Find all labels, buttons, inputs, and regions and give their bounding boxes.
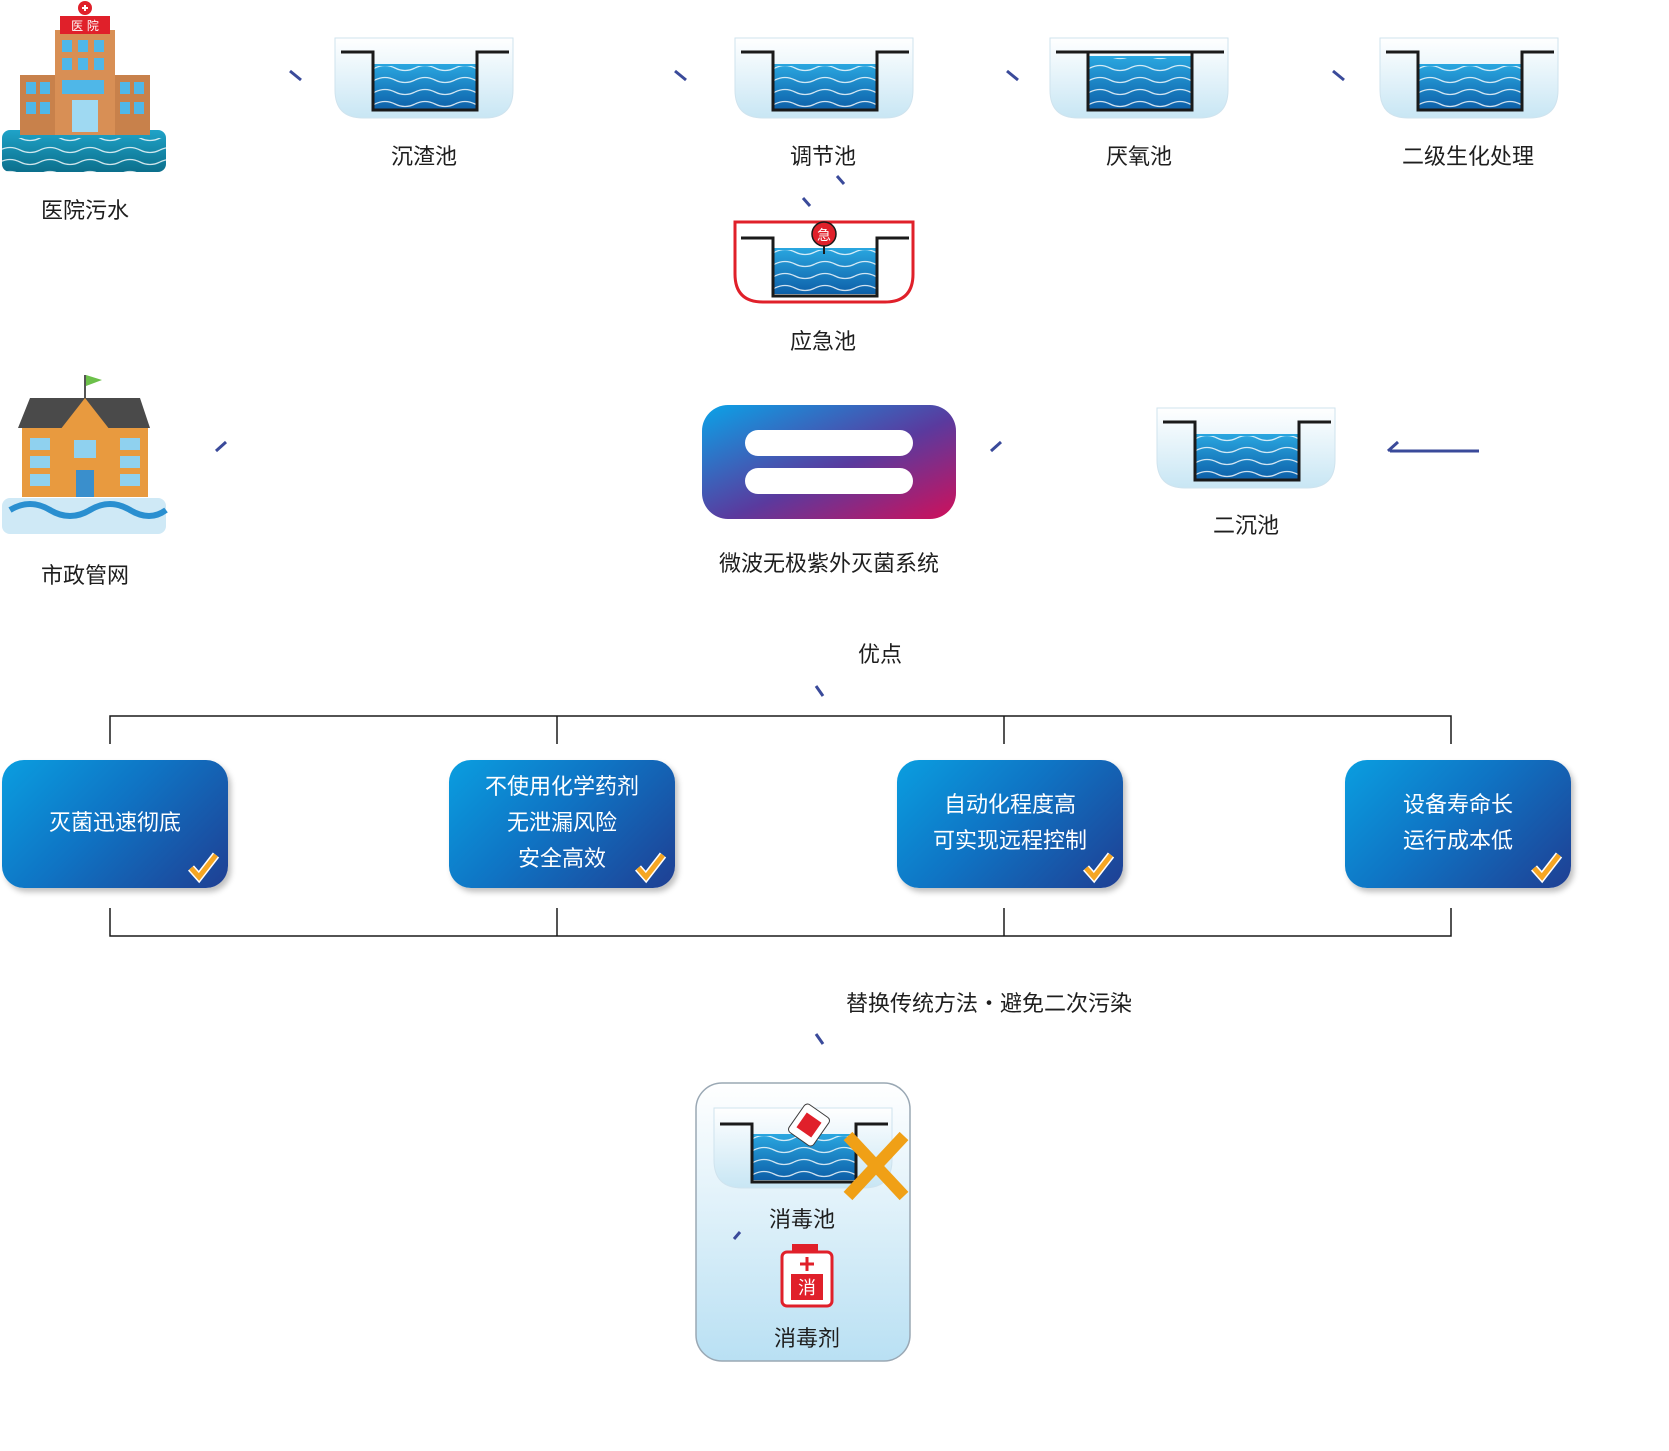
slag-tank-label: 沉渣池	[390, 145, 458, 170]
municipal-network-label: 市政管网	[40, 564, 130, 589]
secondary-settling-label: 二沉池	[1212, 514, 1280, 539]
regulating-tank-icon	[734, 37, 914, 119]
regulating-tank-label: 调节池	[789, 145, 857, 170]
advantage-line: 设备寿命长	[1402, 793, 1513, 818]
uv-system-icon	[702, 405, 956, 519]
emergency-tank-icon	[733, 220, 915, 304]
advantage-line: 安全高效	[517, 847, 606, 872]
advantage-card: 不使用化学药剂 无泄漏风险 安全高效	[449, 760, 675, 888]
disinfectant-badge-text: 消	[798, 1278, 816, 1299]
advantage-card: 自动化程度高 可实现远程控制	[897, 760, 1123, 888]
advantage-line: 可实现远程控制	[932, 829, 1087, 854]
check-icon	[1531, 852, 1563, 884]
advantage-line: 灭菌迅速彻底	[48, 811, 181, 836]
slag-tank-icon	[334, 37, 514, 119]
secondary-biochem-label: 二级生化处理	[1401, 145, 1535, 170]
municipal-building-icon	[2, 375, 168, 534]
disinfection-tank-icon	[713, 1103, 893, 1189]
advantage-card: 灭菌迅速彻底	[2, 760, 228, 888]
advantages-bracket-top	[109, 715, 1452, 744]
hospital-sewage-label: 医院污水	[40, 199, 130, 224]
advantage-card: 设备寿命长 运行成本低	[1345, 760, 1571, 888]
secondary-biochem-tank-icon	[1379, 37, 1559, 119]
advantages-bracket-bottom	[109, 908, 1452, 937]
advantage-line: 自动化程度高	[943, 793, 1076, 818]
uv-system-label: 微波无极紫外灭菌系统	[718, 552, 940, 577]
anaerobic-tank-icon	[1049, 37, 1229, 119]
hospital-icon	[2, 1, 166, 172]
disinfection-tank-label: 消毒池	[768, 1208, 836, 1233]
check-icon	[188, 852, 220, 884]
secondary-settling-tank-icon	[1156, 407, 1336, 489]
advantage-line: 无泄漏风险	[506, 811, 617, 836]
emergency-tank-label: 应急池	[789, 330, 857, 355]
disinfectant-bottle-icon	[780, 1244, 834, 1308]
flow-arrow	[182, 69, 1481, 1045]
urgent-badge-text: 急	[817, 228, 831, 244]
check-icon	[635, 852, 667, 884]
hospital-sign-text: 医 院	[71, 19, 99, 33]
anaerobic-tank-label: 厌氧池	[1105, 145, 1173, 170]
check-icon	[1083, 852, 1115, 884]
disinfectant-label: 消毒剂	[773, 1327, 841, 1352]
advantage-line: 运行成本低	[1402, 829, 1513, 854]
replace-label: 替换传统方法・避免二次污染	[845, 992, 1133, 1017]
advantages-label: 优点	[857, 643, 903, 668]
up-arrow-icon	[732, 1231, 742, 1255]
advantage-line: 不使用化学药剂	[484, 775, 639, 800]
cross-icon	[843, 1131, 909, 1201]
